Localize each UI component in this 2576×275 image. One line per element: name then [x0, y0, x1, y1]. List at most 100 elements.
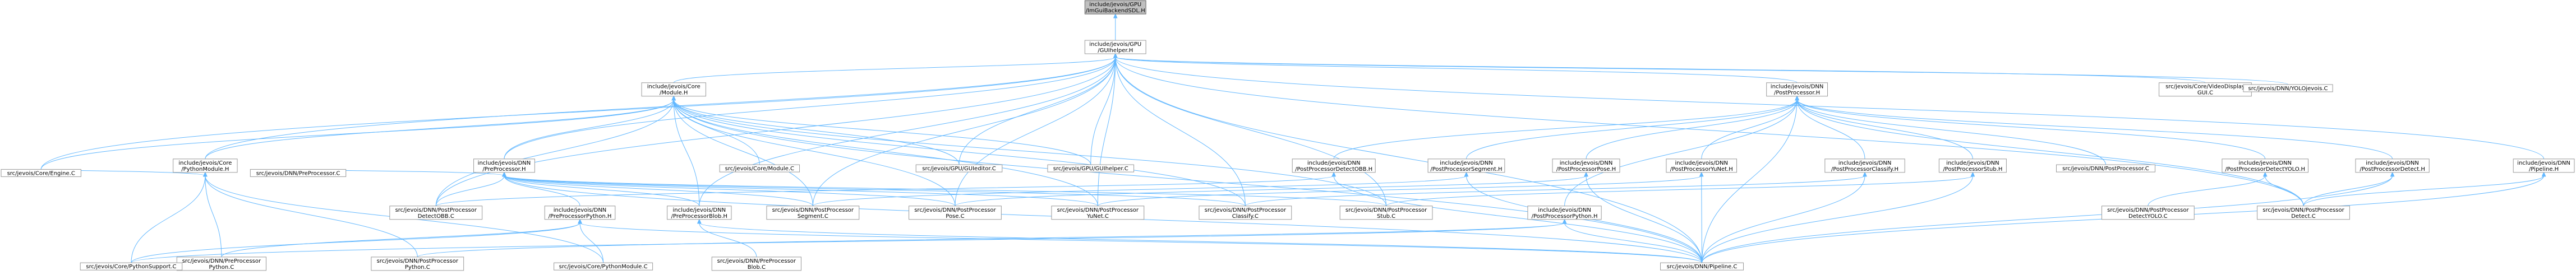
- edges-layer: [40, 13, 2546, 263]
- node-dnn-pipeline-c[interactable]: src/jevois/DNN/Pipeline.C: [1660, 262, 1744, 271]
- node-dnn-ppdetect-c[interactable]: src/jevois/DNN/PostProcessorDetect.C: [2257, 206, 2350, 220]
- node-box: [544, 206, 616, 220]
- edge-dnn_Pipeline_C-includes-dnn_PPDetectOBB_H: [1331, 171, 1703, 263]
- edge-dnn_Pipeline_C-includes-dnn_PPStub_H: [1702, 171, 1975, 263]
- edge-dnn_PPSegment_H-includes-dnn_PostProcessor_H: [1466, 95, 1799, 159]
- node-dnn-ppdetectobb-h[interactable]: include/jevois/DNN/PostProcessorDetectOB…: [1292, 159, 1376, 173]
- node-box: [1427, 159, 1505, 173]
- node-label-line: src/jevois/Core/PythonModule.C: [559, 264, 648, 270]
- node-core-pythonsupport-c[interactable]: src/jevois/Core/PythonSupport.C: [80, 262, 183, 271]
- node-label-line: /PostProcessorPose.H: [1556, 166, 1616, 173]
- node-box: [1047, 164, 1135, 173]
- node-dnn-ppdetectyolo-c[interactable]: src/jevois/DNN/PostProcessorDetectYOLO.C: [2101, 206, 2195, 220]
- node-dnn-ppdetectobb-c[interactable]: src/jevois/DNN/PostProcessorDetectOBB.C: [389, 206, 483, 220]
- node-core-module-c[interactable]: src/jevois/Core/Module.C: [719, 164, 800, 173]
- edge-dnn_PPDetectOBB_C-includes-dnn_PPDetectOBB_H: [435, 171, 1336, 207]
- node-label-line: include/jevois/DNN: [2517, 160, 2570, 166]
- node-label-line: YuNet.C: [1086, 213, 1109, 220]
- node-dnn-postprocessor-h[interactable]: include/jevois/DNN/PostProcessor.H: [1766, 82, 1828, 97]
- node-dnn-ppstub-c[interactable]: src/jevois/DNN/PostProcessorStub.C: [1339, 206, 1433, 220]
- node-label-line: include/jevois/GPU: [1089, 2, 1141, 8]
- node-label-line: include/jevois/DNN: [1838, 160, 1892, 166]
- node-dnn-ppsegment-h[interactable]: include/jevois/DNN/PostProcessorSegment.…: [1427, 159, 1505, 173]
- node-box: [80, 262, 183, 271]
- node-box: [1938, 159, 2007, 173]
- node-label-line: include/jevois/DNN: [2238, 160, 2292, 166]
- node-box: [1292, 159, 1376, 173]
- node-dnn-preprocessor-h[interactable]: include/jevois/DNN/PreProcessor.H: [473, 159, 535, 173]
- node-core-module-h[interactable]: include/jevois/Core/Module.H: [641, 82, 706, 97]
- node-dnn-preprocessorblob-c[interactable]: src/jevois/DNN/PreProcessorBlob.C: [711, 257, 801, 271]
- edge-dnn_PPDetect_C-includes-dnn_PPDetect_H: [2303, 171, 2395, 206]
- node-label-line: /PythonModule.H: [181, 166, 229, 173]
- node-dnn-preprocessorpython-c[interactable]: src/jevois/DNN/PreProcessorPython.C: [176, 257, 267, 271]
- node-dnn-ppstub-h[interactable]: include/jevois/DNN/PostProcessorStub.H: [1938, 159, 2007, 173]
- node-dnn-pppython-c[interactable]: src/jevois/DNN/PostProcessorPython.C: [371, 257, 464, 271]
- node-core-engine-c[interactable]: src/jevois/Core/Engine.C: [1, 169, 81, 177]
- node-gpu-guihelper-h[interactable]: include/jevois/GPU/GUIhelper.H: [1084, 40, 1146, 54]
- edge-dnn_PostProcessor_C-includes-dnn_PostProcessor_H: [1795, 95, 2106, 165]
- node-gpu-imguibackendsdl[interactable]: include/jevois/GPU/ImGuiBackendSDL.H: [1084, 0, 1146, 15]
- node-label-line: Pose.C: [946, 213, 964, 220]
- node-dnn-pipeline-h[interactable]: include/jevois/DNN/Pipeline.H: [2513, 159, 2575, 173]
- edge-dnn_Pipeline_C-includes-dnn_PreProcessorPython_H: [578, 218, 1703, 263]
- node-core-pythonmodule-h[interactable]: include/jevois/Core/PythonModule.H: [173, 159, 238, 173]
- node-dnn-ppclassify-h[interactable]: include/jevois/DNN/PostProcessorClassify…: [1824, 159, 1905, 173]
- edge-dnn_PPClassify_C-includes-core_Module_H: [671, 95, 1246, 206]
- node-box: [2257, 206, 2350, 220]
- edge-dnn_PPYuNet_C-includes-dnn_PPYuNet_H: [1097, 171, 1704, 207]
- node-label-line: /PostProcessorPython.H: [1532, 213, 1598, 220]
- node-box: [2243, 84, 2333, 92]
- node-label-line: /PostProcessorYuNet.H: [1670, 166, 1733, 173]
- node-dnn-ppdetectyolo-h[interactable]: include/jevois/DNN/PostProcessorDetectYO…: [2222, 159, 2308, 173]
- edge-dnn_PPPose_C-includes-dnn_PreProcessor_H: [502, 171, 956, 207]
- node-dnn-ppclassify-c[interactable]: src/jevois/DNN/PostProcessorClassify.C: [1199, 206, 1292, 220]
- node-label-line: src/jevois/DNN/PreProcessor: [717, 258, 796, 264]
- node-label-line: include/jevois/DNN: [1771, 84, 1824, 90]
- node-label-line: src/jevois/Core/PythonSupport.C: [86, 264, 176, 270]
- node-dnn-postprocessor-c[interactable]: src/jevois/DNN/PostProcessor.C: [2056, 164, 2155, 173]
- node-dnn-ppyunet-c[interactable]: src/jevois/DNN/PostProcessorYuNet.C: [1051, 206, 1145, 220]
- node-dnn-pppose-h[interactable]: include/jevois/DNN/PostProcessorPose.H: [1552, 159, 1620, 173]
- node-dnn-preprocessor-c[interactable]: src/jevois/DNN/PreProcessor.C: [250, 169, 347, 177]
- edge-dnn_PPPose_C-includes-dnn_PPPose_H: [955, 171, 1588, 207]
- node-dnn-preprocessorpython-h[interactable]: include/jevois/DNN/PreProcessorPython.H: [544, 206, 616, 220]
- node-label-line: include/jevois/DNN: [1538, 207, 1591, 213]
- node-label-line: include/jevois/DNN: [672, 207, 726, 213]
- edge-dnn_PreProcessor_H-includes-gpu_GUIhelper_H: [504, 53, 1118, 159]
- node-label-line: include/jevois/DNN: [1946, 160, 1999, 166]
- edge-dnn_PreProcessorPython_H-includes-dnn_PreProcessor_H: [502, 171, 580, 206]
- node-dnn-ppyunet-h[interactable]: include/jevois/DNN/PostProcessorYuNet.H: [1666, 159, 1738, 173]
- edge-dnn_PPDetect_C-includes-dnn_PostProcessor_H: [1795, 95, 2304, 206]
- node-label-line: include/jevois/DNN: [478, 160, 531, 166]
- node-core-pythonmodule-c[interactable]: src/jevois/Core/PythonModule.C: [554, 262, 653, 271]
- node-gpu-guihelper-c[interactable]: src/jevois/GPU/GUIhelper.C: [1047, 164, 1135, 173]
- node-box: [1552, 159, 1620, 173]
- node-label-line: include/jevois/DNN: [1440, 160, 1493, 166]
- node-label-line: src/jevois/DNN/PostProcessor: [2107, 207, 2189, 213]
- node-dnn-ppsegment-c[interactable]: src/jevois/DNN/PostProcessorSegment.C: [766, 206, 860, 220]
- edge-dnn_PPPython_C-includes-core_PythonModule_H: [203, 171, 418, 257]
- node-yolojevois-c[interactable]: src/jevois/DNN/YOLOjevois.C: [2243, 84, 2333, 92]
- edge-dnn_Pipeline_C-includes-dnn_PPYuNet_H: [1699, 171, 1704, 263]
- edge-dnn_PPYuNet_C-includes-dnn_PreProcessor_H: [502, 171, 1098, 207]
- node-label-line: /PostProcessorDetect.H: [2360, 166, 2425, 173]
- node-dnn-preprocessorblob-h[interactable]: include/jevois/DNN/PreProcessorBlob.H: [667, 206, 732, 220]
- edge-gpu_GUIhelper_H-includes-gpu_ImGuiBackendSDL: [1113, 13, 1118, 41]
- edge-dnn_PPDetectYOLO_C-includes-dnn_PPDetectYOLO_H: [2148, 171, 2268, 206]
- node-label-line: /PostProcessorStub.H: [1943, 166, 2002, 173]
- edge-dnn_Pipeline_C-includes-dnn_PPClassify_H: [1702, 171, 1867, 263]
- node-dnn-pppose-c[interactable]: src/jevois/DNN/PostProcessorPose.C: [909, 206, 1002, 220]
- edge-dnn_PreProcessor_H-includes-core_Module_H: [504, 95, 676, 159]
- node-dnn-ppdetect-h[interactable]: include/jevois/DNN/PostProcessorDetect.H: [2355, 159, 2430, 173]
- node-label-line: src/jevois/DNN/PreProcessor.C: [256, 170, 340, 176]
- node-dnn-pppython-h[interactable]: include/jevois/DNN/PostProcessorPython.H: [1527, 206, 1602, 220]
- node-box: [2355, 159, 2430, 173]
- node-box: [2101, 206, 2195, 220]
- node-gpu-guieditor-c[interactable]: src/jevois/GPU/GUIeditor.C: [915, 164, 1003, 173]
- node-label-line: /PostProcessor.H: [1774, 90, 1820, 96]
- edge-dnn_PreProcessorBlob_H-includes-dnn_PreProcessor_H: [502, 171, 700, 206]
- node-label-line: /PostProcessorDetectOBB.H: [1295, 166, 1372, 173]
